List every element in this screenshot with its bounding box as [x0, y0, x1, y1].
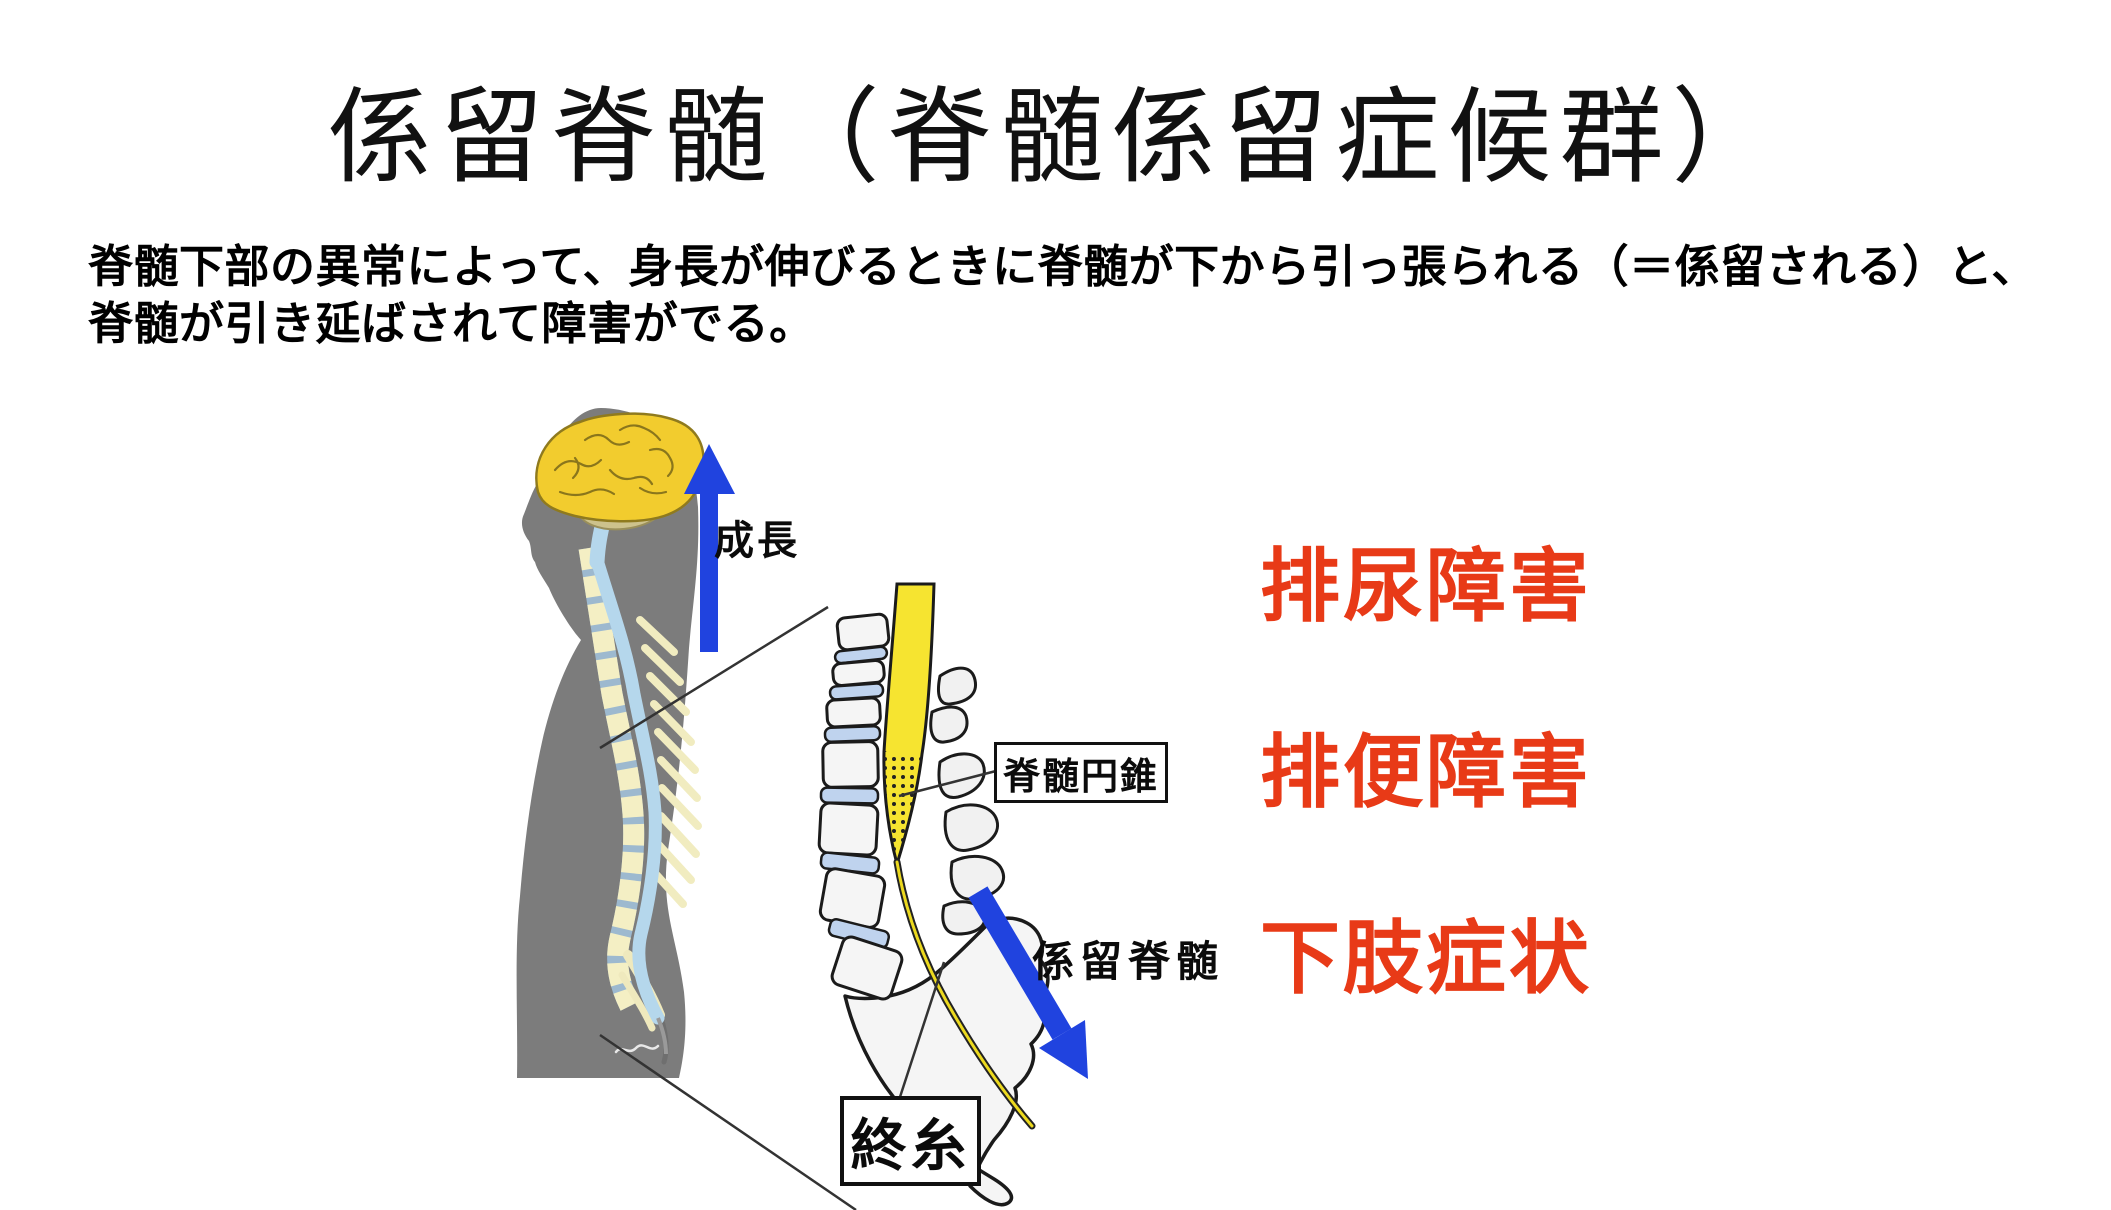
conus-medullaris-label-box: 脊髄円錐 — [994, 742, 1168, 803]
vertebra — [817, 801, 880, 857]
silhouette-vertebrae-band — [578, 546, 645, 1011]
description-paragraph: 脊髄下部の異常によって、身長が伸びるときに脊髄が下から引っ張られる（＝係留される… — [88, 238, 2078, 352]
conus-leader-line — [898, 769, 997, 798]
spine-diagram — [817, 582, 1088, 1207]
silhouette-tethered-filum — [656, 1017, 668, 1055]
disc — [819, 786, 880, 805]
spinous-processes — [929, 666, 1005, 936]
filum-leader-line — [898, 961, 946, 1098]
vertebra — [825, 696, 882, 729]
brain-icon — [535, 412, 705, 523]
growth-up-arrow-icon — [684, 444, 735, 652]
lumbar-vertebrae — [817, 612, 904, 1001]
silhouette-spinal-cord — [590, 553, 665, 1025]
symptom-urination-disorder: 排尿障害 — [1260, 542, 1592, 631]
conus-medullaris-label: 脊髄円錐 — [1003, 755, 1159, 797]
leader-line-upper — [599, 605, 829, 750]
growth-label: 成長 — [714, 519, 800, 563]
description-line-1: 脊髄下部の異常によって、身長が伸びるときに脊髄が下から引っ張られる（＝係留される… — [88, 241, 2037, 292]
vertebra — [835, 612, 891, 652]
description-line-2: 脊髄が引き延ばされて障害がでる。 — [88, 298, 815, 349]
disc — [823, 724, 882, 743]
traction-down-arrow-icon — [968, 886, 1088, 1079]
sacrum — [843, 916, 1050, 1207]
vertebra — [830, 935, 904, 1001]
filum-terminale-label: 終糸 — [850, 1113, 971, 1177]
vertebra — [818, 867, 887, 929]
conus-dotted-region — [883, 750, 921, 862]
tethered-cord-label: 係留脊髄 — [1032, 938, 1225, 985]
leader-line-lower — [599, 1033, 857, 1210]
vertebra — [821, 740, 880, 789]
vertebra — [831, 658, 886, 687]
filum-terminale-core — [895, 860, 1034, 1128]
filum-terminale-label-box: 終糸 — [840, 1096, 981, 1186]
symptom-defecation-disorder: 排便障害 — [1260, 728, 1592, 817]
symptom-lower-limb: 下肢症状 — [1260, 914, 1592, 1003]
slide-title: 係留脊髄（脊髄係留症候群） — [327, 80, 1784, 196]
